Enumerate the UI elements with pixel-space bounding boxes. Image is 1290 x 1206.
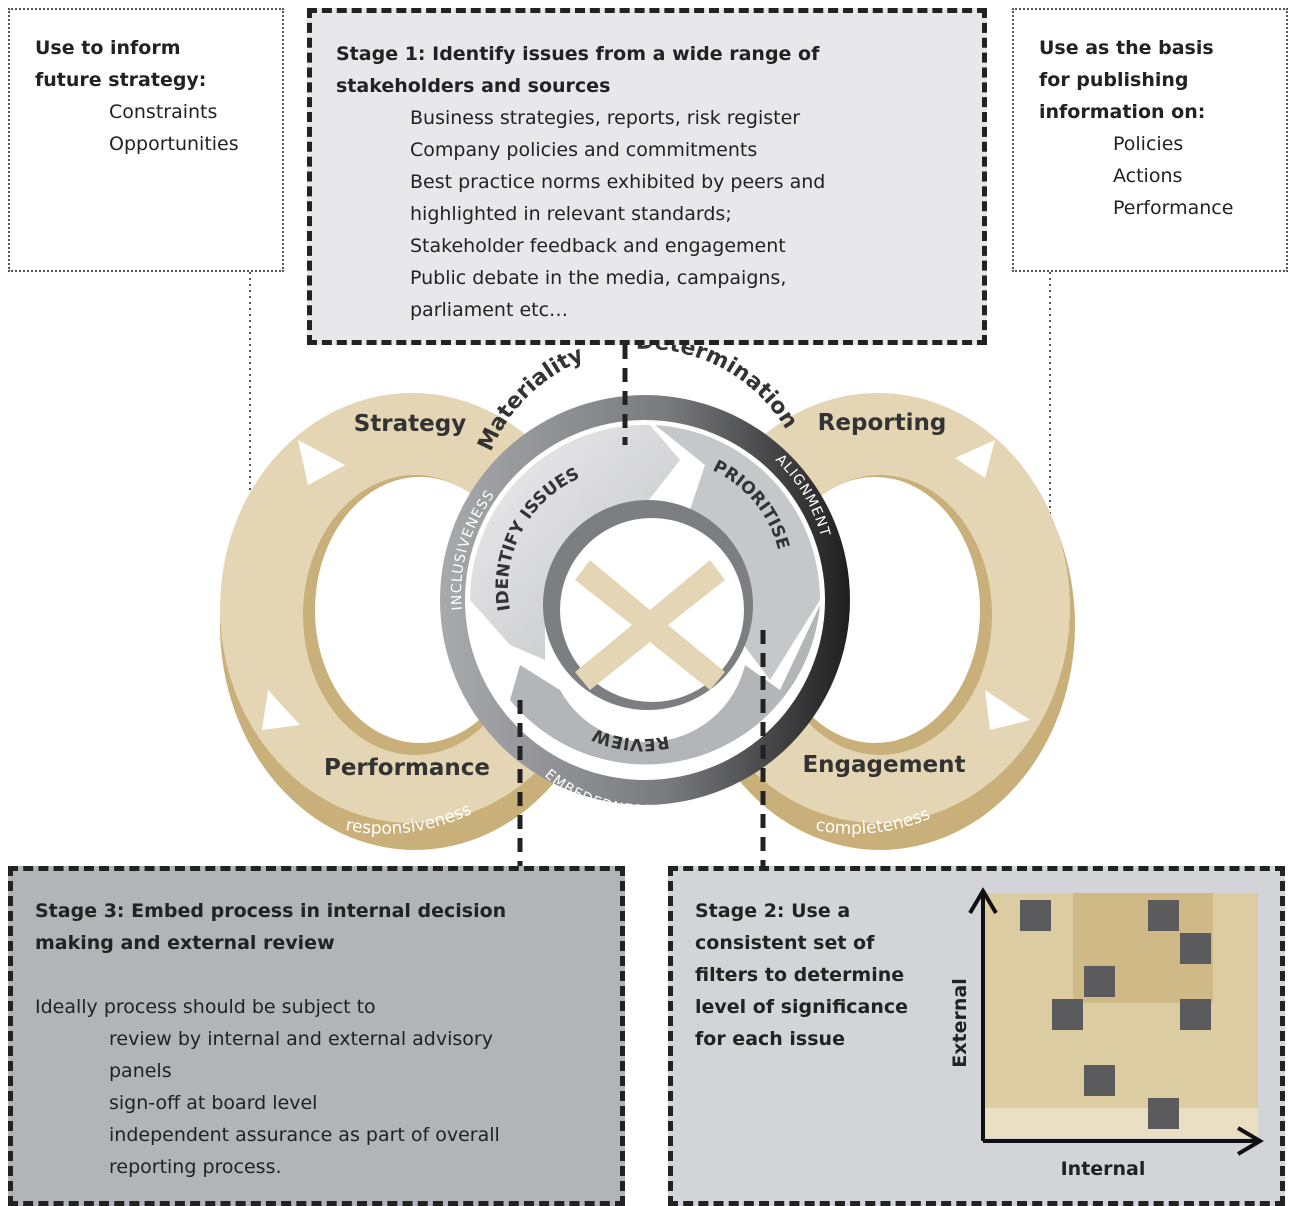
engagement-label: Engagement — [802, 752, 965, 778]
stage1-box: Stage 1: Identify issues from a wide ran… — [307, 8, 987, 345]
x-axis-arrow-icon — [1236, 1126, 1264, 1156]
matrix-issues — [1020, 900, 1211, 1129]
loop-arrow-icon — [985, 690, 1030, 730]
loop-arrow-icon — [955, 440, 995, 478]
stage1-item: Business strategies, reports, risk regis… — [410, 107, 801, 129]
issue-marker — [1020, 900, 1051, 931]
stage3-item: review by internal and external advisory — [109, 1028, 493, 1050]
stage1-heading-2: stakeholders and sources — [336, 75, 611, 97]
strategy-info-item: Opportunities — [109, 133, 239, 155]
issue-marker — [1180, 933, 1211, 964]
issue-marker — [1084, 966, 1115, 997]
stage3-box: Stage 3: Embed process in internal decis… — [8, 866, 625, 1206]
strategy-info-heading-2: future strategy: — [35, 69, 207, 91]
reporting-info-item: Performance — [1113, 197, 1234, 219]
stage2-heading-3: filters to determine — [695, 964, 905, 986]
issue-marker — [1084, 1065, 1115, 1096]
reporting-label: Reporting — [818, 410, 947, 436]
stage1-item: Best practice norms exhibited by peers a… — [410, 171, 826, 193]
stage1-item: Company policies and commitments — [410, 139, 758, 161]
performance-label: Performance — [324, 755, 490, 781]
strategy-info-heading-1: Use to inform — [35, 37, 181, 59]
stage1-item: Stakeholder feedback and engagement — [410, 235, 786, 257]
issue-marker — [1052, 999, 1083, 1030]
stage1-heading-1: Stage 1: Identify issues from a wide ran… — [336, 43, 820, 65]
loop-arrow-icon — [298, 440, 345, 485]
reporting-info-item: Policies — [1113, 133, 1184, 155]
reporting-info-heading-1: Use as the basis — [1039, 37, 1214, 59]
stage2-box: Stage 2: Use a consistent set of filters… — [668, 866, 1285, 1206]
issue-marker — [1180, 999, 1211, 1030]
stage1-item: highlighted in relevant standards; — [410, 203, 732, 225]
stage3-item: sign-off at board level — [109, 1092, 318, 1114]
stage3-item: panels — [109, 1060, 172, 1082]
stage1-item: parliament etc… — [410, 299, 569, 321]
loop-arrow-icon — [262, 690, 300, 730]
reporting-info-box: Use as the basis for publishing informat… — [1012, 8, 1288, 272]
issue-marker — [1148, 1098, 1179, 1129]
materiality-ring — [440, 395, 850, 805]
stage3-heading-2: making and external review — [35, 932, 335, 954]
reporting-info-item: Actions — [1113, 165, 1183, 187]
reporting-info-heading-3: information on: — [1039, 101, 1206, 123]
stage3-item: independent assurance as part of overall — [109, 1124, 500, 1146]
stage2-heading-4: level of significance — [695, 996, 909, 1018]
strategy-info-item: Constraints — [109, 101, 218, 123]
stage2-heading-5: for each issue — [695, 1028, 845, 1050]
issue-marker — [1148, 900, 1179, 931]
x-axis-label: Internal — [1061, 1158, 1146, 1180]
strategy-label: Strategy — [354, 411, 466, 437]
stage3-intro: Ideally process should be subject to — [35, 996, 376, 1018]
stage3-heading-1: Stage 3: Embed process in internal decis… — [35, 900, 507, 922]
stage2-heading-1: Stage 2: Use a — [695, 900, 851, 922]
stage1-item: Public debate in the media, campaigns, — [410, 267, 787, 289]
stage3-item: reporting process. — [109, 1156, 282, 1178]
significance-matrix: Internal External — [949, 887, 1264, 1180]
strategy-info-box: Use to inform future strategy: Constrain… — [8, 8, 284, 272]
reporting-info-heading-2: for publishing — [1039, 69, 1189, 91]
stage2-heading-2: consistent set of — [695, 932, 875, 954]
y-axis-label: External — [949, 978, 971, 1067]
